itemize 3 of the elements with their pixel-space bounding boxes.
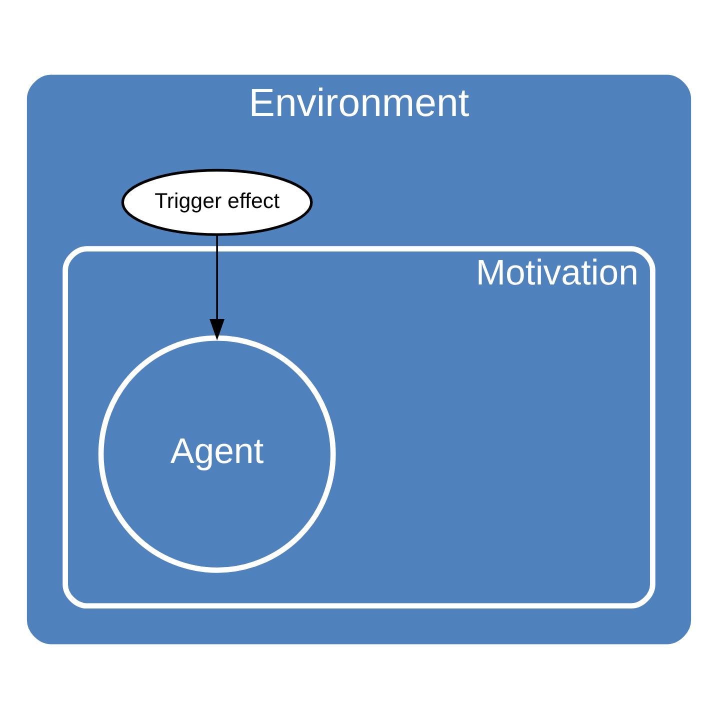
arrow <box>210 234 225 340</box>
node-ellipse: Trigger effect <box>121 168 313 236</box>
node-circle: Agent <box>98 334 336 572</box>
